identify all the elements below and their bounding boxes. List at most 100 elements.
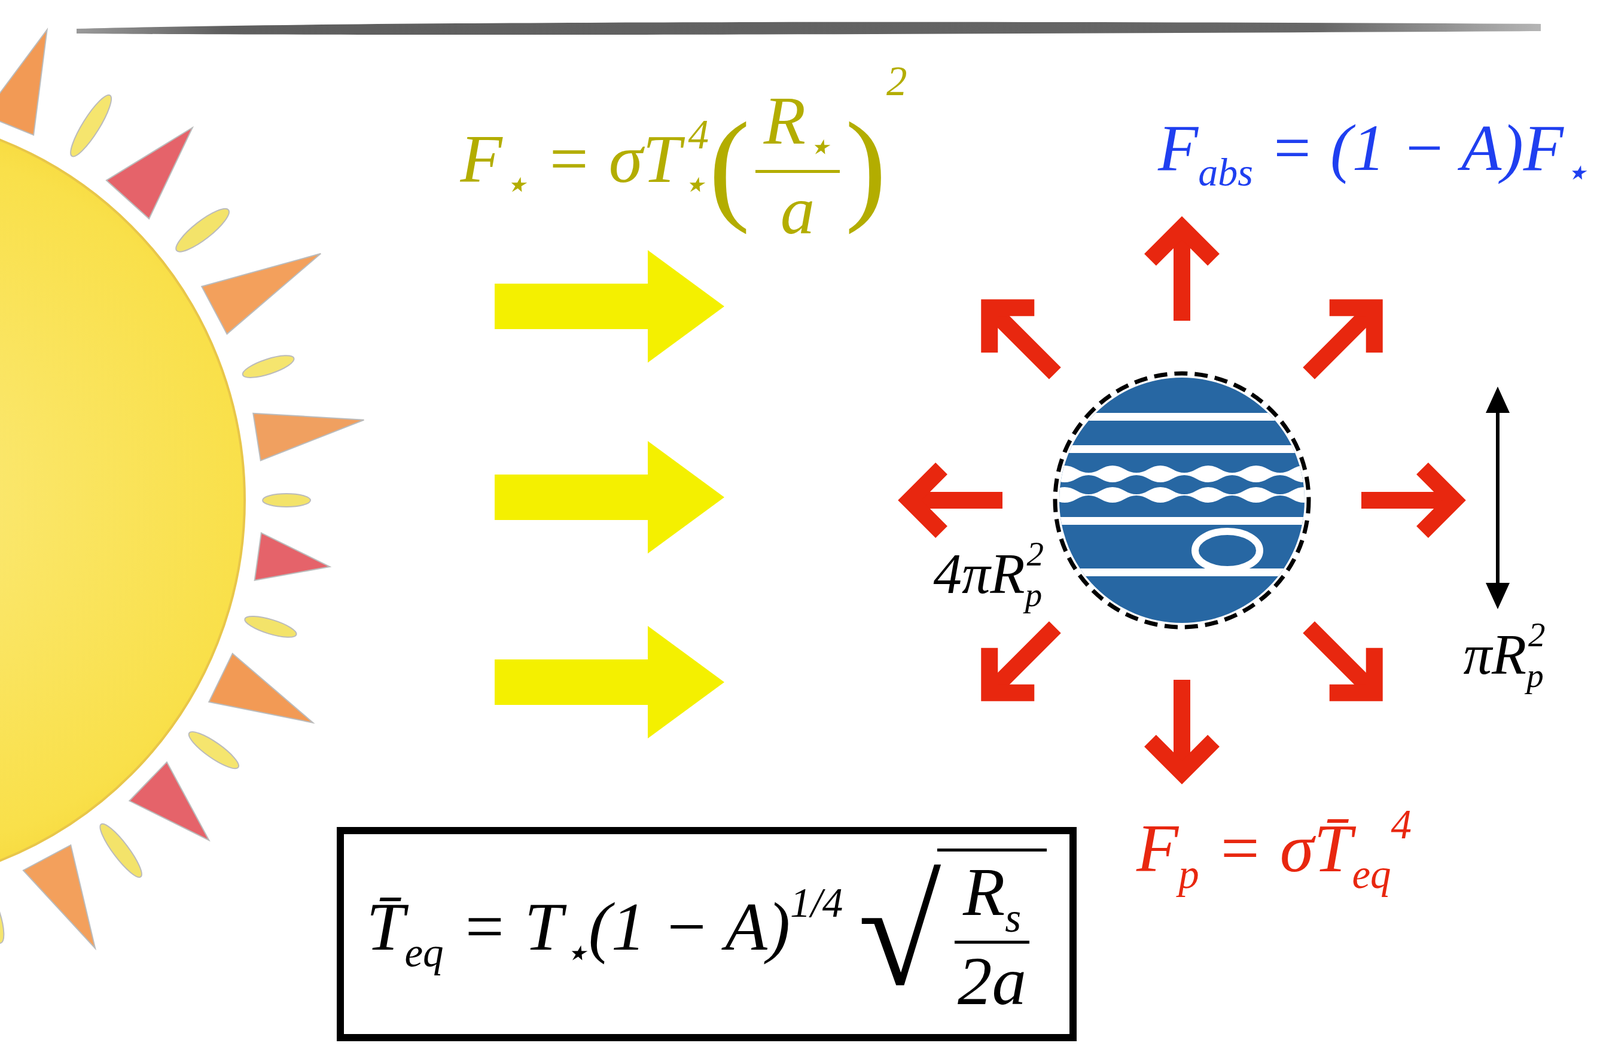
arrow-shaft	[993, 626, 1056, 689]
formula-part: 2	[886, 58, 908, 105]
emission-arrow	[1308, 307, 1375, 374]
sun-ray	[201, 253, 321, 334]
cross-section-arrow	[1485, 386, 1510, 609]
formula-part: = σT̄	[1199, 809, 1353, 886]
formula-part: R⋆	[755, 83, 840, 173]
arrow-head	[1485, 386, 1510, 413]
absorbed-flux-formula: Fabs = (1 − A)F⋆	[1157, 110, 1589, 195]
sun-ray	[208, 653, 313, 723]
formula-part: a	[780, 172, 816, 249]
arrow-shaft	[915, 491, 1003, 509]
arrow-head	[1150, 740, 1214, 773]
formula-part: 2a	[957, 942, 1027, 1019]
planet-band	[1052, 568, 1316, 576]
formula-part: F	[1157, 111, 1199, 185]
label-holder: πRp2	[1463, 614, 1546, 696]
planet-wavy-band	[1052, 486, 1316, 503]
formula-part: p	[1178, 851, 1200, 897]
formula-part: ⋆	[805, 123, 832, 170]
sun-ray	[0, 29, 48, 136]
arrow-shaft	[1173, 233, 1191, 321]
arrow-head	[1485, 582, 1510, 609]
dimension-line	[1495, 406, 1500, 590]
formula-part: T̄	[366, 888, 405, 965]
arrow-head	[989, 647, 1035, 693]
formula-part: = σT	[528, 120, 682, 197]
arrow-head	[1150, 227, 1214, 260]
arrow-head	[1329, 647, 1375, 693]
emitted-light	[909, 227, 1455, 773]
formula-part: R	[763, 82, 806, 159]
formula-part: abs	[1198, 150, 1254, 194]
emission-arrow	[1150, 227, 1214, 321]
emission-arrow	[989, 626, 1056, 693]
arrow-shaft	[1308, 311, 1371, 374]
formula-part: Rs2a	[949, 854, 1035, 1020]
label-holder: Fabs = (1 − A)F⋆	[1157, 110, 1589, 195]
formula-part: )	[845, 97, 887, 235]
sun	[0, 112, 245, 888]
sun-ray	[106, 127, 193, 219]
arrow-shaft	[993, 311, 1056, 374]
formula-part: √	[858, 849, 942, 1017]
formula-part: a	[772, 172, 824, 249]
sun-ray	[184, 726, 243, 774]
formula-part: p	[1526, 656, 1544, 694]
sun-ray	[262, 493, 311, 507]
label-holder: Fp = σT̄eq4	[1136, 800, 1412, 898]
formula-part: ⋆	[502, 161, 529, 207]
incoming-light	[494, 250, 725, 739]
sun-ray	[240, 351, 297, 383]
label-holder: 4πRp2	[933, 534, 1044, 615]
formula-part: = (1 − A)F	[1253, 111, 1564, 185]
formula-part: eq	[404, 929, 444, 975]
emission-arrow	[1308, 626, 1375, 693]
label-holder: F⋆ = σT⋆4(R⋆a)2	[459, 58, 907, 249]
sun-ray	[253, 413, 364, 461]
formula-part: ⋆	[680, 161, 707, 207]
formula-part: Rs	[954, 854, 1030, 944]
formula-part: 4πR	[933, 541, 1026, 606]
planet-surface-outline	[1055, 373, 1309, 627]
sun-ray	[254, 532, 331, 581]
sun-ray	[95, 819, 148, 882]
formula-part: 4	[687, 111, 709, 158]
emission-arrow	[989, 307, 1056, 374]
sun-ray	[242, 611, 299, 642]
emission-arrow	[1361, 468, 1455, 532]
formula-part: F	[459, 120, 502, 197]
formula-part: R⋆a	[755, 83, 840, 249]
formula-part: (1 − A)	[588, 888, 791, 965]
formula-part: 2	[1528, 615, 1546, 654]
light-arrow	[494, 625, 725, 739]
formula-part: Rs2a	[937, 848, 1048, 1020]
arrow-head	[1422, 468, 1455, 532]
formula-part: 1/4	[790, 879, 843, 926]
formula-part: ⋆	[562, 929, 589, 975]
formula-part: 2	[1026, 534, 1045, 573]
sun-ray	[23, 844, 96, 949]
formula-part: p	[1025, 575, 1043, 614]
incident-flux-formula: F⋆ = σT⋆4(R⋆a)2	[459, 58, 907, 249]
planet-wavy-band	[1052, 465, 1316, 483]
planet-band	[1052, 516, 1316, 525]
planet	[1052, 373, 1316, 627]
formula-part: eq	[1351, 851, 1391, 897]
formula: T̄eq = T⋆(1 − A)1/4√Rs2a	[366, 848, 1048, 1020]
arrow-shaft	[1361, 491, 1449, 509]
sun-ray	[64, 90, 117, 161]
formula-box: T̄eq = T⋆(1 − A)1/4√Rs2a	[336, 826, 1077, 1041]
planet-band	[1052, 445, 1316, 453]
sun-ray	[0, 882, 9, 946]
arrow-head	[989, 307, 1035, 353]
light-arrow	[494, 250, 725, 363]
formula-part: 4	[1391, 801, 1413, 847]
planet-bands	[1052, 412, 1316, 576]
emission-arrow	[909, 468, 1003, 532]
cross-section-label: πRp2	[1463, 614, 1546, 696]
arrow-head	[1329, 307, 1375, 353]
formula-part: (	[708, 97, 751, 235]
arrow-head	[909, 468, 942, 532]
arrow-shaft	[1173, 679, 1191, 767]
